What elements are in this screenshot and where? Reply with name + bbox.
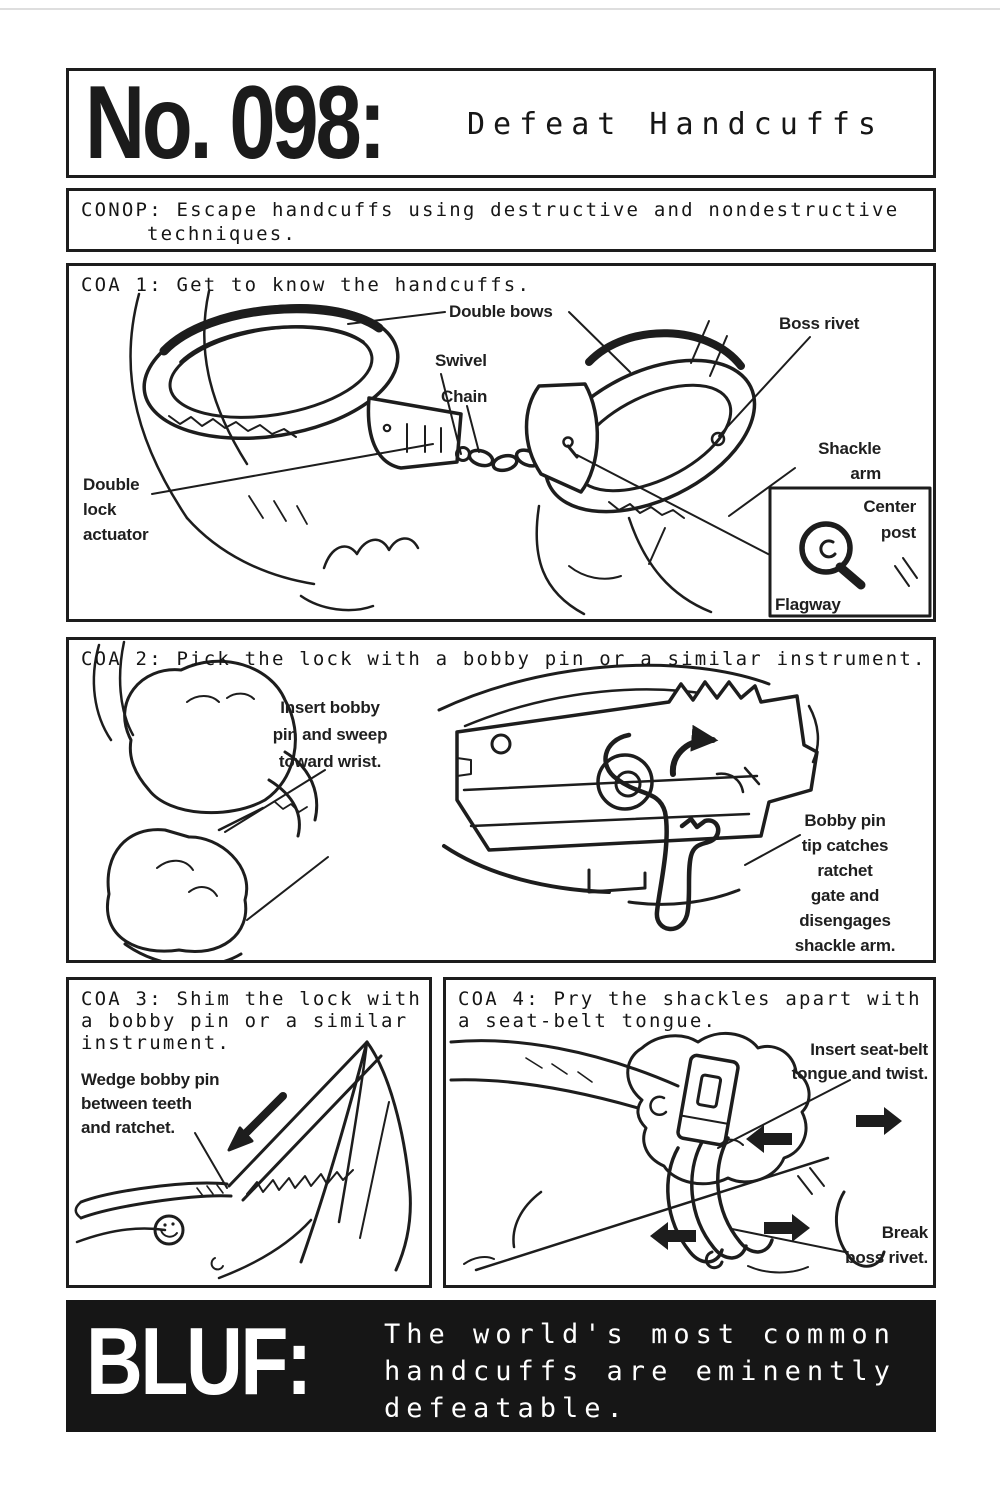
conop-line-1: CONOP: Escape handcuffs using destructiv…	[81, 199, 900, 221]
bluf-label: BLUF:	[86, 1308, 312, 1415]
right-handcuff	[521, 329, 778, 542]
label-swivel: Swivel	[435, 351, 487, 370]
left-handcuff	[135, 289, 461, 468]
label-insert-seatbelt-tongue: Insert seat-belt tongue and twist.	[791, 1040, 929, 1083]
wedge-arrow	[229, 1096, 283, 1150]
label-bobby-pin-tip: Bobby pin tip catches ratchet gate and d…	[794, 811, 896, 955]
label-break-boss-rivet: Break boss rivet.	[845, 1223, 928, 1267]
coa1-handcuffs-illustration	[69, 266, 932, 618]
page-title: Defeat Handcuffs	[467, 107, 884, 142]
label-shackle-arm: Shackle arm	[818, 439, 881, 483]
seatbelt-pry-sketch	[451, 1033, 884, 1272]
leader-lines	[225, 770, 800, 920]
label-double-lock-actuator: Double lock actuator	[83, 475, 149, 544]
label-flagway: Flagway	[775, 595, 841, 614]
coa2-lockpick-illustration	[69, 640, 933, 960]
hands-picking-sketch	[94, 642, 317, 960]
shim-closeup-sketch	[76, 1042, 411, 1278]
bluf-box: BLUF: The world's most common handcuffs …	[66, 1300, 936, 1432]
label-center-post: Center post	[863, 497, 916, 542]
coa2-heading: COA 2: Pick the lock with a bobby pin or…	[81, 648, 927, 670]
conop-line-2: techniques.	[147, 223, 298, 245]
label-insert-bobby-pin: Insert bobby pin and sweep toward wrist.	[272, 698, 388, 771]
label-double-bows: Double bows	[449, 302, 553, 321]
coa4-heading: COA 4: Pry the shackles apart with a sea…	[458, 988, 922, 1032]
lock-internals-sketch	[439, 665, 818, 929]
page-number-title: No. 098:	[85, 65, 386, 181]
scan-artifact-line	[0, 8, 1000, 10]
coa2-box: COA 2: Pick the lock with a bobby pin or…	[66, 637, 936, 963]
coa4-pry-illustration	[446, 980, 902, 1285]
header-box: No. 098: Defeat Handcuffs	[66, 68, 936, 178]
hands-sketch	[130, 291, 727, 614]
seatbelt-tongue	[676, 1053, 740, 1147]
coa3-heading: COA 3: Shim the lock with a bobby pin or…	[81, 988, 422, 1054]
leader-lines	[718, 1080, 850, 1252]
coa3-shim-illustration	[69, 980, 429, 1285]
leader-line	[195, 1133, 227, 1188]
coa3-box: COA 3: Shim the lock with a bobby pin or…	[66, 977, 432, 1288]
conop-box: CONOP: Escape handcuffs using destructiv…	[66, 188, 936, 252]
label-boss-rivet: Boss rivet	[779, 314, 860, 333]
label-wedge-bobby-pin: Wedge bobby pin between teeth and ratche…	[81, 1070, 220, 1137]
twist-arrows	[650, 1107, 902, 1250]
label-chain: Chain	[441, 387, 488, 406]
coa4-box: COA 4: Pry the shackles apart with a sea…	[443, 977, 936, 1288]
leader-lines	[152, 312, 869, 600]
coa1-box: COA 1: Get to know the handcuffs. Double…	[66, 263, 936, 622]
bluf-text: The world's most common handcuffs are em…	[384, 1319, 896, 1424]
keyhole-inset	[768, 486, 932, 618]
coa1-heading: COA 1: Get to know the handcuffs.	[81, 274, 532, 296]
